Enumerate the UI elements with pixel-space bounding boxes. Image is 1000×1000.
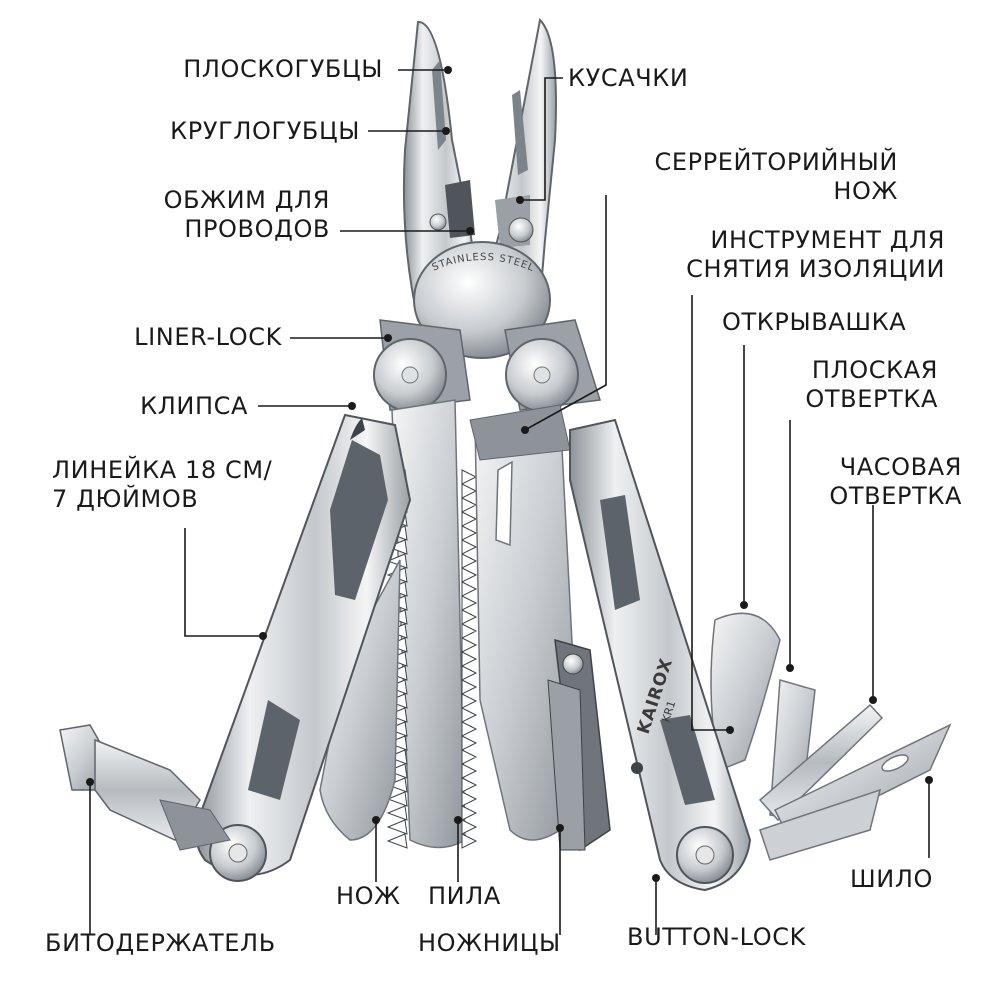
label-ploskogubtsy: ПЛОСКОГУБЦЫ <box>183 55 383 83</box>
label-klipsa: КЛИПСА <box>140 392 248 420</box>
label-bitoderzhatel: БИТОДЕРЖАТЕЛЬ <box>45 929 276 957</box>
right-handle: KAIROX KR1 <box>569 418 752 892</box>
left-handle <box>195 413 412 882</box>
tool-fan-right <box>710 612 952 861</box>
label-liner-lock: LINER-LOCK <box>134 323 282 351</box>
label-kusachki: КУСАЧКИ <box>568 64 689 92</box>
model-mark: KR1 <box>659 699 678 724</box>
bit-holder <box>59 724 231 851</box>
label-kruglogubtsy: КРУГЛОГУБЦЫ <box>170 117 360 145</box>
label-button-lock: BUTTON-LOCK <box>627 923 806 951</box>
label-pila: ПИЛА <box>428 882 501 910</box>
label-nozhnitsy: НОЖНИЦЫ <box>418 929 561 957</box>
callout-dots <box>86 66 933 882</box>
label-otkryvashka: ОТКРЫВАШКА <box>722 308 907 336</box>
label-shilo: ШИЛО <box>850 865 933 893</box>
label-nozh: НОЖ <box>336 882 401 910</box>
handle-pivots <box>373 319 601 412</box>
knife-blade <box>319 559 401 841</box>
label-lineyka: ЛИНЕЙКА 18 СМ/7 ДЮЙМОВ <box>52 456 273 513</box>
scissors <box>547 638 611 852</box>
callout-lines <box>89 69 930 935</box>
